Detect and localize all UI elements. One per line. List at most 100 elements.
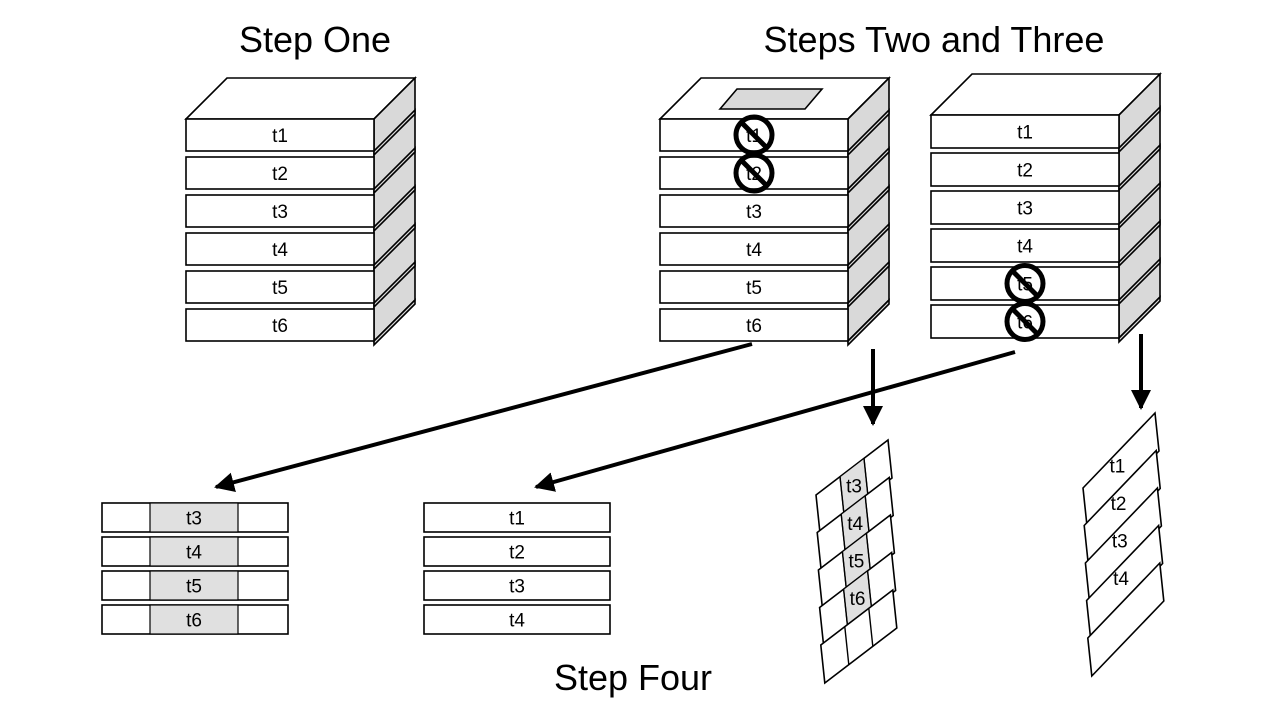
heading-step-four: Step Four	[554, 657, 712, 698]
skewed-divider	[866, 570, 873, 609]
layer-edge	[373, 260, 416, 309]
skewed-divider	[865, 533, 872, 572]
layer-box	[185, 270, 375, 304]
layer-label: t2	[272, 164, 288, 185]
layer-edge	[847, 108, 890, 157]
skewed-divider	[868, 608, 874, 647]
layer-edge	[1118, 257, 1161, 306]
skewed-row	[1085, 523, 1164, 641]
layer-label: t4	[1017, 237, 1033, 258]
layer-box	[930, 190, 1120, 225]
layer-label: t4	[746, 240, 762, 261]
skewed-divider	[839, 476, 845, 515]
layer-label: t4	[272, 240, 288, 261]
forbidden-icon-bar	[1010, 306, 1040, 337]
slice-row	[423, 570, 611, 601]
layer-edge	[373, 298, 416, 347]
forbidden-icon-bar	[739, 158, 769, 188]
skewed-row	[1083, 448, 1162, 566]
skewed-divider	[863, 458, 869, 497]
slice-highlight	[149, 570, 239, 601]
layer-label: t3	[272, 202, 288, 223]
layer-edge	[847, 184, 890, 233]
skewed-divider	[842, 589, 849, 628]
layer-label: t3	[746, 202, 762, 223]
slice-row	[423, 536, 611, 567]
layer-box	[659, 194, 849, 228]
layer-label: t6	[272, 316, 288, 337]
layer-edge	[1118, 181, 1161, 230]
slice-label: t3	[186, 509, 202, 530]
stack-step-one: t1 t2 t3 t4 t5 t6	[184, 76, 417, 347]
layer-label: t2	[1017, 161, 1033, 182]
layer-edge	[1118, 219, 1161, 268]
layer-box	[930, 114, 1120, 149]
layer-box	[185, 156, 375, 190]
arrow-to-result-a	[214, 342, 753, 493]
heading-steps-two-three: Steps Two and Three	[764, 19, 1105, 60]
slice-label: t4	[186, 543, 202, 564]
result-slice-b: t1 t2 t3 t4	[423, 502, 611, 635]
layer-box	[185, 232, 375, 266]
skewed-label: t4	[1113, 569, 1129, 590]
skewed-row	[1084, 486, 1163, 603]
skewed-divider	[864, 495, 870, 534]
layer-edge	[1118, 143, 1161, 192]
layer-box	[930, 228, 1120, 263]
slice-label: t6	[186, 611, 202, 632]
layer-label: t6	[746, 316, 762, 337]
result-slice-a: t3 t4 t5 t6	[101, 502, 289, 635]
layer-box	[185, 118, 375, 152]
result-skewed-d: t1 t2 t3 t4	[1082, 411, 1165, 678]
slice-label: t2	[509, 543, 525, 564]
layer-edge	[847, 222, 890, 271]
arrows	[214, 334, 1151, 493]
slice-label: t4	[509, 611, 525, 632]
arrow-to-result-b	[534, 350, 1016, 492]
slice-label: t5	[186, 577, 202, 598]
stack-lid-panel	[718, 88, 824, 110]
heading-step-one: Step One	[239, 19, 391, 60]
slice-row	[423, 604, 611, 635]
layer-label: t5	[746, 278, 762, 299]
forbidden-icon	[733, 152, 775, 194]
layer-edge	[373, 108, 416, 157]
layer-box	[659, 270, 849, 304]
layer-box	[185, 194, 375, 228]
layer-box	[659, 232, 849, 266]
layer-edge	[373, 184, 416, 233]
layer-edge	[847, 298, 890, 347]
layer-edge	[847, 260, 890, 309]
forbidden-icon-bar	[1010, 268, 1040, 299]
skewed-label: t3	[1112, 531, 1128, 552]
layer-edge	[373, 146, 416, 195]
skewed-row	[1082, 411, 1160, 528]
skewed-divider	[844, 626, 850, 665]
layer-edge	[373, 222, 416, 271]
skewed-label: t6	[850, 589, 866, 610]
skewed-row	[1086, 561, 1165, 678]
layer-label: t1	[1017, 123, 1033, 144]
skewed-divider	[841, 551, 848, 590]
slice-highlight	[149, 502, 239, 533]
forbidden-icon-bar	[739, 120, 769, 150]
layer-label: t1	[272, 126, 288, 147]
slice-label: t3	[509, 577, 525, 598]
skewed-label: t1	[1109, 456, 1125, 477]
layer-box	[930, 152, 1120, 187]
skewed-divider	[840, 514, 846, 553]
forbidden-icon	[1004, 301, 1046, 342]
slice-highlight	[149, 604, 239, 635]
layer-edge	[847, 146, 890, 195]
skewed-label: t2	[1111, 494, 1127, 515]
layer-label: t5	[272, 278, 288, 299]
slice-label: t1	[509, 509, 525, 530]
layer-box	[659, 308, 849, 342]
skewed-label: t3	[846, 477, 862, 498]
skewed-label: t4	[847, 514, 863, 535]
layer-edge	[1118, 295, 1161, 344]
